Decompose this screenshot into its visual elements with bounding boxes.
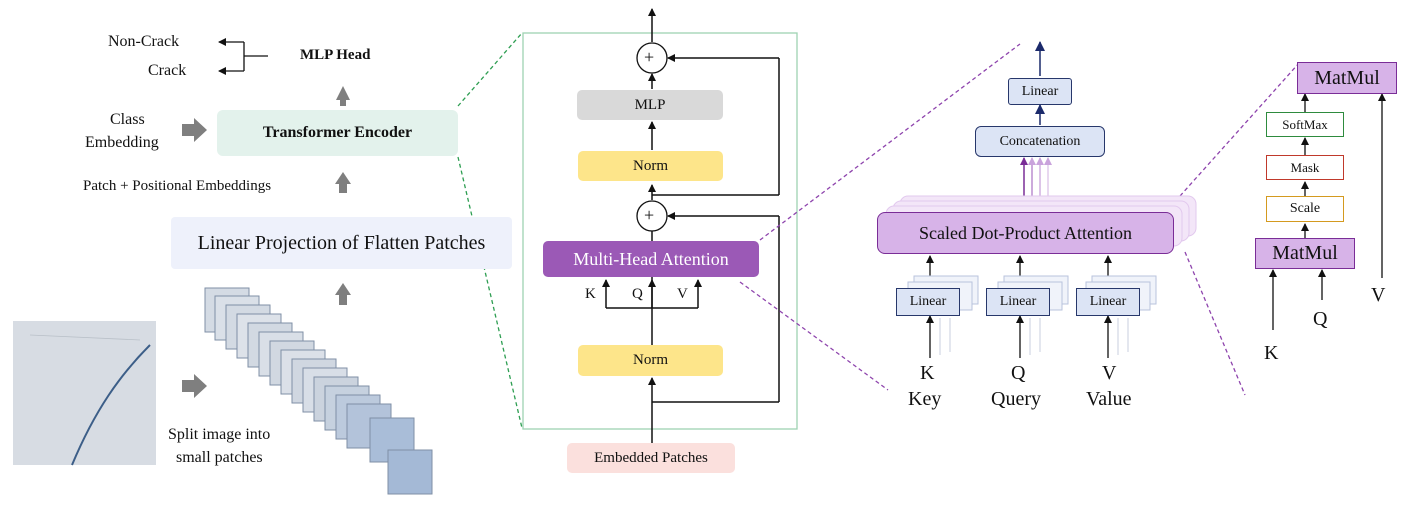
scale-box: Scale xyxy=(1266,196,1344,222)
mlp-head-label: MLP Head xyxy=(300,47,371,63)
linear-k-box: Linear xyxy=(896,288,960,316)
transformer-encoder-box: Transformer Encoder xyxy=(217,110,458,156)
gray-flow-arrows xyxy=(182,86,351,398)
split-caption-line1: Split image into xyxy=(168,426,271,443)
add-node-top xyxy=(636,42,668,74)
class-embedding-line1: Class xyxy=(110,111,145,128)
sdpa-box: Scaled Dot-Product Attention xyxy=(877,212,1174,254)
mha-v-label: V xyxy=(1102,362,1117,384)
class-embedding-line2: Embedding xyxy=(85,134,159,151)
output-crack-label: Crack xyxy=(148,62,187,79)
multi-head-attention-box: Multi-Head Attention xyxy=(543,241,759,277)
encoder-zoom-lines xyxy=(457,32,523,429)
mha-zoom-lines xyxy=(739,43,1301,396)
gray-arrow-up-mlp xyxy=(336,86,350,106)
matmul-bottom-box: MatMul xyxy=(1255,238,1355,269)
gray-arrow-right-class xyxy=(182,118,207,142)
linear-projection-box: Linear Projection of Flatten Patches xyxy=(171,217,512,269)
mask-box: Mask xyxy=(1266,155,1344,180)
gray-arrow-right-split xyxy=(182,374,207,398)
mha-key-label: Key xyxy=(908,388,942,410)
split-caption-line2: small patches xyxy=(176,449,263,466)
encoder-flow xyxy=(602,8,780,446)
patch-positional-label: Patch + Positional Embeddings xyxy=(83,178,272,194)
sdpa-detail-flow xyxy=(1269,93,1386,330)
mha-query-label: Query xyxy=(991,388,1041,410)
mha-k-label: K xyxy=(920,362,935,384)
mha-detail-flow xyxy=(926,41,1129,358)
mha-linear-top-box: Linear xyxy=(1008,78,1072,105)
output-noncrack-label: Non-Crack xyxy=(108,33,180,50)
mlp-head-output-arrows xyxy=(218,38,268,75)
matmul-top-box: MatMul xyxy=(1297,62,1397,94)
encoder-v-label: V xyxy=(677,286,688,302)
norm-box-top: Norm xyxy=(578,151,723,181)
norm-box-bottom: Norm xyxy=(578,345,723,376)
sdpa-k-label: K xyxy=(1264,342,1279,364)
add-node-bottom xyxy=(636,200,668,232)
mlp-box: MLP xyxy=(577,90,723,120)
encoder-k-label: K xyxy=(585,286,596,302)
encoder-q-label: Q xyxy=(632,286,643,302)
patch-stack xyxy=(204,287,433,495)
gray-arrow-up-projection xyxy=(335,283,351,305)
add-symbol-top: + xyxy=(644,47,655,67)
sdpa-v-label: V xyxy=(1371,284,1386,306)
encoder-block-outline xyxy=(522,32,798,430)
gray-arrow-up-encoder xyxy=(335,172,351,193)
linear-q-box: Linear xyxy=(986,288,1050,316)
embedded-patches-box: Embedded Patches xyxy=(567,443,735,473)
linear-v-box: Linear xyxy=(1076,288,1140,316)
sdpa-q-label: Q xyxy=(1313,308,1328,330)
mha-value-label: Value xyxy=(1086,388,1132,410)
crack-image xyxy=(13,321,156,466)
add-symbol-bottom: + xyxy=(644,205,655,225)
softmax-box: SoftMax xyxy=(1266,112,1344,137)
concatenation-box: Concatenation xyxy=(975,126,1105,157)
mha-q-label: Q xyxy=(1011,362,1026,384)
